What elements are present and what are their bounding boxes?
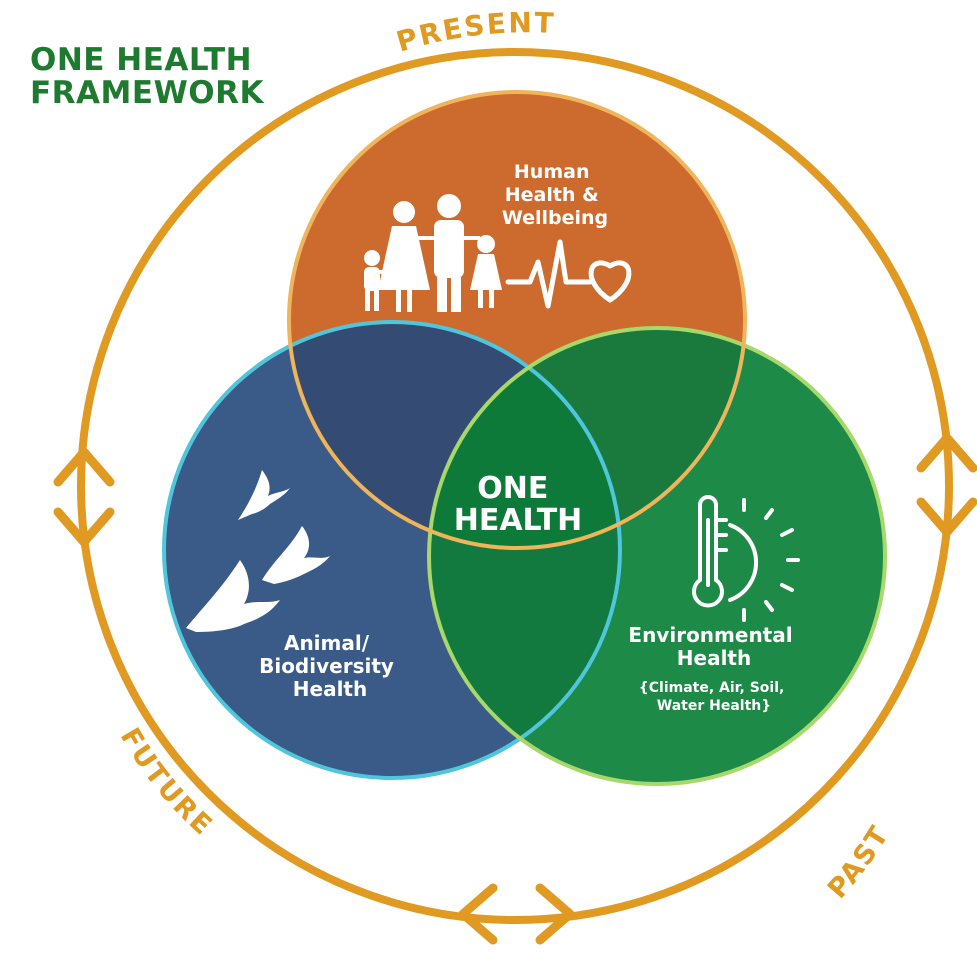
title-line-2: FRAMEWORK (30, 75, 265, 111)
one-health-center (429, 328, 620, 548)
animal-health-label: Animal/ Biodiversity Health (259, 631, 401, 701)
heartbeat-icon (505, 239, 632, 309)
animal-circle-outline (162, 320, 622, 780)
title-line-1: ONE HEALTH (30, 42, 253, 78)
framework-title: ONE HEALTH FRAMEWORK (30, 44, 264, 110)
environmental-health-sublabel: {Climate, Air, Soil, Water Health} (639, 680, 789, 714)
one-health-center-label: ONE HEALTH (454, 471, 583, 538)
left-bidirectional-arrow-icon (53, 447, 115, 547)
label-past: PAST (822, 820, 896, 905)
environment-circle-outline (427, 326, 887, 786)
bottom-bidirectional-arrow-icon (458, 883, 575, 945)
environmental-health-label: Environmental Health (628, 623, 799, 670)
thermometer-sun-icon (692, 495, 800, 622)
birds-icon (186, 470, 330, 632)
family-icon (364, 194, 502, 312)
right-bidirectional-arrow-icon (916, 433, 977, 537)
human-circle-outline (287, 90, 747, 550)
human-health-label: Human Health & Wellbeing (502, 161, 608, 229)
